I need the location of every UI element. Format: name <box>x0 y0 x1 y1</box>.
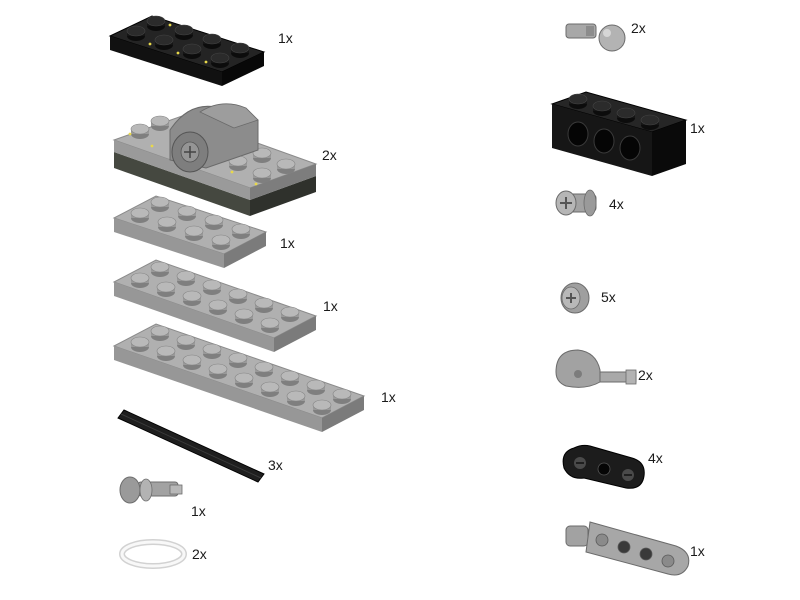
quantity-label: 3x <box>268 457 283 473</box>
quantity-label: 2x <box>631 20 646 36</box>
gray-axle-pin <box>555 189 597 217</box>
quantity-label: 2x <box>192 546 207 562</box>
quantity-label: 5x <box>601 289 616 305</box>
quantity-label: 2x <box>638 367 653 383</box>
gray-ball-joint-pin <box>565 23 626 52</box>
quantity-label: 4x <box>648 450 663 466</box>
gray-plate-with-hinge <box>112 103 318 216</box>
gray-plate-2x8 <box>112 323 366 432</box>
white-rubber-band <box>119 539 187 569</box>
black-liftarm-1x3 <box>562 444 645 489</box>
quantity-label: 1x <box>280 235 295 251</box>
gray-plate-2x4 <box>112 195 268 268</box>
quantity-label: 1x <box>690 543 705 559</box>
quantity-label: 1x <box>191 503 206 519</box>
gray-pin-with-bush <box>119 476 183 504</box>
gray-liftarm-with-pin <box>565 521 690 576</box>
quantity-label: 2x <box>322 147 337 163</box>
quantity-label: 1x <box>381 389 396 405</box>
quantity-label: 4x <box>609 196 624 212</box>
gray-cam-axle <box>555 349 637 388</box>
quantity-label: 1x <box>323 298 338 314</box>
black-plate-2x4 <box>108 15 266 86</box>
black-axle <box>117 409 265 483</box>
quantity-label: 1x <box>690 120 705 136</box>
black-technic-brick-1x4 <box>550 91 688 176</box>
gray-plate-2x6 <box>112 259 318 352</box>
quantity-label: 1x <box>278 30 293 46</box>
gray-bush <box>560 282 590 314</box>
